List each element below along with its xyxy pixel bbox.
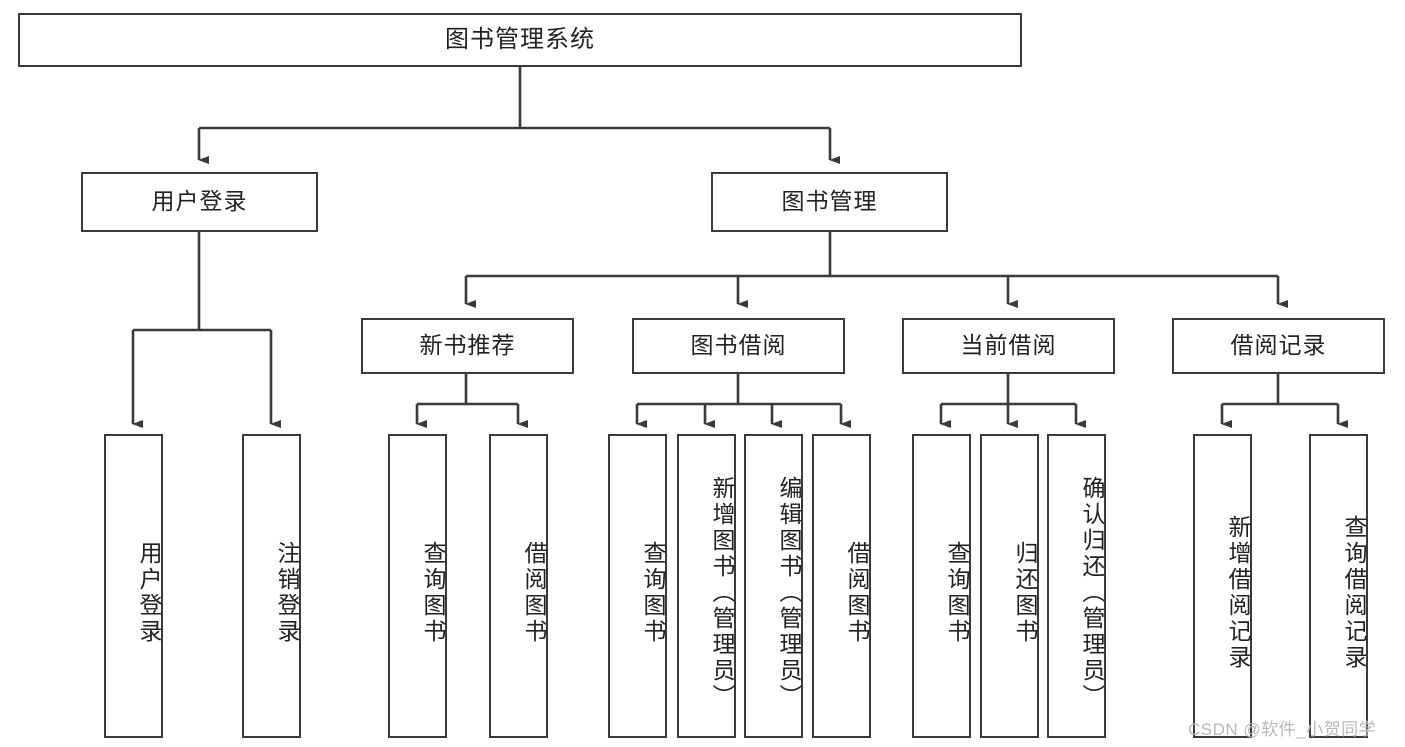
- leaf-borrow-record-add-record[interactable]: 新增借阅记录: [1193, 434, 1252, 738]
- leaf-book-borrow-edit-book-admin[interactable]: 编辑图书（管理员）: [744, 434, 803, 738]
- node-label: 借阅图书: [521, 541, 547, 645]
- leaf-new-book-query-book[interactable]: 查询图书: [388, 434, 447, 738]
- node-book-borrow[interactable]: 图书借阅: [632, 318, 845, 374]
- node-current-borrow[interactable]: 当前借阅: [902, 318, 1115, 374]
- node-book-management[interactable]: 图书管理: [711, 172, 948, 232]
- node-label: 用户登录: [136, 541, 162, 645]
- leaf-user-login-logout[interactable]: 注销登录: [242, 434, 301, 738]
- csdn-watermark: CSDN @软件_小贺同学: [1188, 715, 1376, 740]
- leaf-current-borrow-return-book[interactable]: 归还图书: [980, 434, 1039, 738]
- node-label: 确认归还（管理员）: [1079, 476, 1105, 710]
- node-borrow-record[interactable]: 借阅记录: [1172, 318, 1385, 374]
- leaf-book-borrow-borrow-book[interactable]: 借阅图书: [812, 434, 871, 738]
- node-label: 新书推荐: [419, 332, 516, 359]
- node-label: 归还图书: [1012, 541, 1038, 645]
- leaf-book-borrow-query-book[interactable]: 查询图书: [608, 434, 667, 738]
- leaf-book-borrow-add-book-admin[interactable]: 新增图书（管理员）: [677, 434, 736, 738]
- watermark-text: CSDN @软件_小贺同学: [1188, 720, 1377, 739]
- node-label: 图书管理系统: [445, 25, 595, 53]
- node-label: 新增借阅记录: [1225, 515, 1251, 671]
- node-user-login[interactable]: 用户登录: [81, 172, 318, 232]
- node-label: 用户登录: [151, 188, 248, 215]
- leaf-borrow-record-query-record[interactable]: 查询借阅记录: [1309, 434, 1368, 738]
- node-label: 借阅记录: [1230, 332, 1327, 359]
- node-label: 编辑图书（管理员）: [776, 476, 802, 710]
- node-new-book-recommend[interactable]: 新书推荐: [361, 318, 574, 374]
- node-label: 查询图书: [420, 541, 446, 645]
- leaf-current-borrow-query-book[interactable]: 查询图书: [912, 434, 971, 738]
- node-label: 借阅图书: [844, 541, 870, 645]
- node-label: 新增图书（管理员）: [709, 476, 735, 710]
- leaf-user-login-login[interactable]: 用户登录: [104, 434, 163, 738]
- node-label: 注销登录: [274, 541, 300, 645]
- node-label: 查询图书: [640, 541, 666, 645]
- node-label: 当前借阅: [960, 332, 1057, 359]
- leaf-new-book-borrow-book[interactable]: 借阅图书: [489, 434, 548, 738]
- node-label: 查询借阅记录: [1341, 515, 1367, 671]
- node-label: 图书管理: [781, 188, 878, 215]
- node-label: 图书借阅: [690, 332, 787, 359]
- node-root-book-management-system[interactable]: 图书管理系统: [18, 13, 1022, 67]
- leaf-current-borrow-confirm-return-admin[interactable]: 确认归还（管理员）: [1047, 434, 1106, 738]
- node-label: 查询图书: [944, 541, 970, 645]
